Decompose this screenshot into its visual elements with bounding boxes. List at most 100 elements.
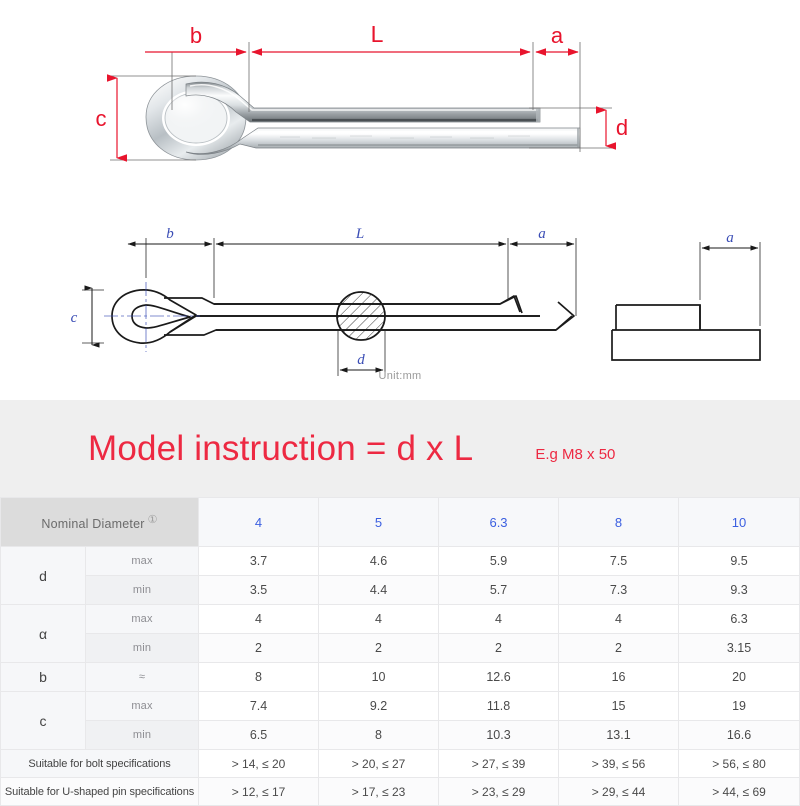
table-row: min 3.5 4.4 5.7 7.3 9.3 bbox=[1, 575, 800, 605]
photo-label-d: d bbox=[616, 115, 628, 140]
model-instruction-banner: Model instruction = d x L E.g M8 x 50 bbox=[0, 400, 800, 497]
footnote-marker-icon: ① bbox=[147, 513, 158, 526]
cell-alpha-min-0: 2 bbox=[198, 633, 320, 663]
cad-label-a: a bbox=[538, 226, 546, 242]
cell-d-min-1: 4.4 bbox=[318, 575, 440, 605]
photo-dimension-lines: b L a c d bbox=[96, 21, 628, 162]
table-row: b ≈ 8 10 12.6 16 20 bbox=[0, 662, 800, 692]
cell-c-max-1: 9.2 bbox=[318, 691, 440, 721]
cell-d-max-2: 5.9 bbox=[438, 546, 560, 576]
unit-note: Unit:mm bbox=[378, 370, 422, 382]
cell-bolt-1: > 20, ≤ 27 bbox=[318, 749, 440, 778]
table-row: c max 7.4 9.2 11.8 15 19 bbox=[0, 691, 800, 750]
row-qualifier-c-min: min bbox=[84, 720, 200, 750]
cell-d-max-4: 9.5 bbox=[678, 546, 800, 576]
cell-bolt-2: > 27, ≤ 39 bbox=[438, 749, 560, 778]
row-letter-b: b bbox=[0, 662, 86, 692]
cotter-pin-photo: b L a c d bbox=[96, 21, 628, 162]
row-qualifier-d-min: min bbox=[84, 575, 200, 605]
row-letter-alpha: α bbox=[0, 604, 86, 663]
cell-c-max-3: 15 bbox=[558, 691, 680, 721]
cell-alpha-max-2: 4 bbox=[438, 604, 560, 634]
cad-side-view: a bbox=[611, 230, 761, 361]
cell-alpha-min-1: 2 bbox=[318, 633, 440, 663]
cad-dimension-lines: b L a d c bbox=[71, 226, 577, 376]
cell-upin-0: > 12, ≤ 17 bbox=[198, 777, 320, 806]
cell-alpha-max-4: 6.3 bbox=[678, 604, 800, 634]
row-qualifier-c-max: max bbox=[84, 691, 200, 721]
header-size-2: 6.3 bbox=[438, 497, 560, 547]
cell-c-min-2: 10.3 bbox=[438, 720, 560, 750]
cad-label-d: d bbox=[357, 352, 365, 368]
cell-bolt-3: > 39, ≤ 56 bbox=[558, 749, 680, 778]
table-row: Suitable for U-shaped pin specifications… bbox=[0, 777, 800, 806]
cell-alpha-max-3: 4 bbox=[558, 604, 680, 634]
cell-alpha-max-0: 4 bbox=[198, 604, 320, 634]
cad-centerlines bbox=[104, 282, 200, 352]
cell-alpha-min-3: 2 bbox=[558, 633, 680, 663]
model-instruction-example: E.g M8 x 50 bbox=[535, 446, 616, 463]
cell-c-min-0: 6.5 bbox=[198, 720, 320, 750]
photo-label-b: b bbox=[190, 23, 202, 48]
cell-d-min-2: 5.7 bbox=[438, 575, 560, 605]
cad-label-L: L bbox=[355, 226, 364, 242]
cad-label-b: b bbox=[166, 226, 174, 242]
cell-alpha-min-2: 2 bbox=[438, 633, 560, 663]
cad-side-label-a: a bbox=[726, 230, 734, 246]
row-qualifier-alpha-max: max bbox=[84, 604, 200, 634]
cell-c-max-2: 11.8 bbox=[438, 691, 560, 721]
row-qualifier-b-approx: ≈ bbox=[84, 662, 200, 692]
cell-c-max-4: 19 bbox=[678, 691, 800, 721]
cell-c-max-0: 7.4 bbox=[198, 691, 320, 721]
cad-label-c: c bbox=[71, 310, 78, 326]
table-row: min 6.5 8 10.3 13.1 16.6 bbox=[1, 720, 800, 750]
header-nominal-label: Nominal Diameter bbox=[41, 517, 145, 532]
pin-body-graphic bbox=[145, 75, 581, 161]
photo-label-a: a bbox=[551, 23, 564, 48]
table-row: min 2 2 2 2 3.15 bbox=[1, 633, 800, 663]
engineering-drawing-section: b L a d c a Unit:mm bbox=[0, 200, 800, 400]
row-letter-c: c bbox=[0, 691, 86, 750]
cell-d-max-0: 3.7 bbox=[198, 546, 320, 576]
cell-alpha-max-1: 4 bbox=[318, 604, 440, 634]
cell-d-max-1: 4.6 bbox=[318, 546, 440, 576]
product-photo-section: b L a c d bbox=[0, 0, 800, 200]
cross-section-circle bbox=[336, 291, 386, 341]
cell-c-min-1: 8 bbox=[318, 720, 440, 750]
header-size-3: 8 bbox=[558, 497, 680, 547]
cell-c-min-3: 13.1 bbox=[558, 720, 680, 750]
cell-bolt-4: > 56, ≤ 80 bbox=[678, 749, 800, 778]
cell-b-1: 10 bbox=[318, 662, 440, 692]
cell-alpha-min-4: 3.15 bbox=[678, 633, 800, 663]
cell-c-min-4: 16.6 bbox=[678, 720, 800, 750]
suitability-label-bolt: Suitable for bolt specifications bbox=[0, 749, 200, 778]
row-qualifier-d-max: max bbox=[84, 546, 200, 576]
photo-label-L: L bbox=[371, 21, 384, 47]
photo-label-c: c bbox=[96, 106, 107, 131]
row-letter-d: d bbox=[0, 546, 86, 605]
table-row: α max 4 4 4 4 6.3 bbox=[0, 604, 800, 663]
cell-d-min-0: 3.5 bbox=[198, 575, 320, 605]
table-row: Suitable for bolt specifications > 14, ≤… bbox=[0, 749, 800, 778]
table-row: d max 3.7 4.6 5.9 7.5 9.5 bbox=[0, 546, 800, 605]
cell-b-4: 20 bbox=[678, 662, 800, 692]
cell-upin-3: > 29, ≤ 44 bbox=[558, 777, 680, 806]
cell-b-2: 12.6 bbox=[438, 662, 560, 692]
cell-b-0: 8 bbox=[198, 662, 320, 692]
row-qualifier-alpha-min: min bbox=[84, 633, 200, 663]
model-instruction-title: Model instruction = d x L bbox=[88, 428, 474, 468]
header-size-0: 4 bbox=[198, 497, 320, 547]
cell-bolt-0: > 14, ≤ 20 bbox=[198, 749, 320, 778]
cell-d-min-3: 7.3 bbox=[558, 575, 680, 605]
suitability-label-u-pin: Suitable for U-shaped pin specifications bbox=[0, 777, 200, 806]
header-size-1: 5 bbox=[318, 497, 440, 547]
cell-upin-2: > 23, ≤ 29 bbox=[438, 777, 560, 806]
cotter-pin-cad-drawing: b L a d c a bbox=[71, 226, 761, 376]
cell-d-min-4: 9.3 bbox=[678, 575, 800, 605]
cell-d-max-3: 7.5 bbox=[558, 546, 680, 576]
header-size-4: 10 bbox=[678, 497, 800, 547]
